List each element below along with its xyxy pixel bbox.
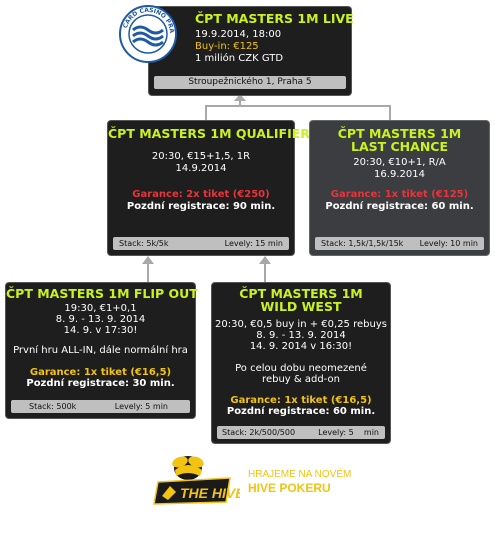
qualifier-late-registration: Pozdní registrace: 90 min. xyxy=(126,201,276,212)
qualifier-line2: 14.9.2014 xyxy=(175,163,227,174)
flipout-line3: 14. 9. v 17:30! xyxy=(63,325,138,336)
live-address: Stroupežnického 1, Praha 5 xyxy=(154,76,346,89)
flipout-levels: Levely: 5 min xyxy=(114,402,168,411)
live-title: ČPT MASTERS 1M LIVE xyxy=(195,11,354,26)
wildwest-footer: Stack: 2k/500/500 Levely: 5 min xyxy=(217,426,385,439)
live-gtd: 1 milión CZK GTD xyxy=(195,53,284,64)
wildwest-title-line1: ČPT MASTERS 1M xyxy=(239,286,363,301)
wildwest-note2: rebuy & add-on xyxy=(262,374,340,385)
qualifier-event-box: ČPT MASTERS 1M QUALIFIER 20:30, €15+1,5,… xyxy=(107,120,310,256)
lastchance-line1: 20:30, €10+1, R/A xyxy=(353,157,446,168)
qualifier-guarantee: Garance: 2x tiket (€250) xyxy=(132,189,270,200)
hive-logo: THE HIVE xyxy=(150,452,245,512)
wildwest-line1: 20:30, €0,5 buy in + €0,25 rebuys xyxy=(215,319,387,330)
live-date: 19.9.2014, 18:00 xyxy=(195,29,282,40)
lastchance-event-box: ČPT MASTERS 1M LAST CHANCE 20:30, €10+1,… xyxy=(309,120,490,256)
lastchance-guarantee: Garance: 1x tiket (€125) xyxy=(330,189,469,200)
hive-tagline: HRAJEME NA NOVÉM HIVE POKERU xyxy=(248,468,351,495)
wildwest-stack: Stack: 2k/500/500 xyxy=(222,428,296,437)
flipout-guarantee: Garance: 1x tiket (€16,5) xyxy=(29,367,172,378)
qualifier-footer: Stack: 5k/5k Levely: 15 min xyxy=(113,237,289,250)
wildwest-line2: 8. 9. - 13. 9. 2014 xyxy=(256,330,346,341)
flipout-note: První hru ALL-IN, dále normální hra xyxy=(13,345,188,356)
hive-tagline-line2: HIVE POKERU xyxy=(248,481,331,495)
wildwest-levels: Levely: 5 min xyxy=(318,428,379,437)
flipout-line1: 19:30, €1+0,1 xyxy=(64,303,137,314)
arrowhead-qualifier-right xyxy=(259,256,271,264)
wildwest-line3: 14. 9. 2014 v 16:30! xyxy=(249,341,353,352)
casino-seal-icon: CARD CASINO PRAGUE xyxy=(116,0,177,63)
live-buyin: Buy-in: €125 xyxy=(195,41,259,52)
card-casino-logo: CARD CASINO PRAGUE xyxy=(116,0,178,64)
arrowhead-live xyxy=(234,94,246,101)
lastchance-late-registration: Pozdní registrace: 60 min. xyxy=(325,201,474,212)
wildwest-guarantee: Garance: 1x tiket (€16,5) xyxy=(230,395,372,406)
lastchance-footer: Stack: 1,5k/1,5k/15k Levely: 10 min xyxy=(315,237,484,250)
flipout-event-box: ČPT MASTERS 1M FLIP OUT 19:30, €1+0,1 8.… xyxy=(5,282,198,419)
qualifier-line1: 20:30, €15+1,5, 1R xyxy=(151,151,251,162)
wildwest-event-box: ČPT MASTERS 1M WILD WEST 20:30, €0,5 buy… xyxy=(211,282,391,444)
lastchance-title-line2: LAST CHANCE xyxy=(350,139,448,154)
flipout-late-registration: Pozdní registrace: 30 min. xyxy=(26,378,175,389)
flipout-footer: Stack: 500k Levely: 5 min xyxy=(11,400,190,413)
hive-logo-text: THE HIVE xyxy=(180,485,240,501)
lastchance-levels: Levely: 10 min xyxy=(419,239,478,248)
lastchance-title-line1: ČPT MASTERS 1M xyxy=(337,126,462,141)
arrow-lastchance-to-live xyxy=(240,105,391,120)
flipout-title: ČPT MASTERS 1M FLIP OUT xyxy=(6,286,198,301)
wildwest-title-line2: WILD WEST xyxy=(260,299,342,314)
flipout-stack: Stack: 500k xyxy=(29,402,77,411)
arrowhead-qualifier-left xyxy=(142,256,154,264)
lastchance-line2: 16.9.2014 xyxy=(374,169,425,180)
lastchance-stack: Stack: 1,5k/1,5k/15k xyxy=(321,239,404,248)
qualifier-stack: Stack: 5k/5k xyxy=(119,239,169,248)
wildwest-late-registration: Pozdní registrace: 60 min. xyxy=(226,406,376,417)
bee-icon: THE HIVE xyxy=(153,456,245,505)
live-event-box: ČPT MASTERS 1M LIVE 19.9.2014, 18:00 Buy… xyxy=(148,6,354,96)
qualifier-title: ČPT MASTERS 1M QUALIFIER xyxy=(108,126,310,141)
flipout-line2: 8. 9. - 13. 9. 2014 xyxy=(55,314,146,325)
wildwest-note1: Po celou dobu neomezené xyxy=(235,363,367,374)
qualifier-levels: Levely: 15 min xyxy=(224,239,283,248)
hive-tagline-line1: HRAJEME NA NOVÉM xyxy=(248,469,352,480)
arrow-qualifier-to-live xyxy=(205,98,241,120)
